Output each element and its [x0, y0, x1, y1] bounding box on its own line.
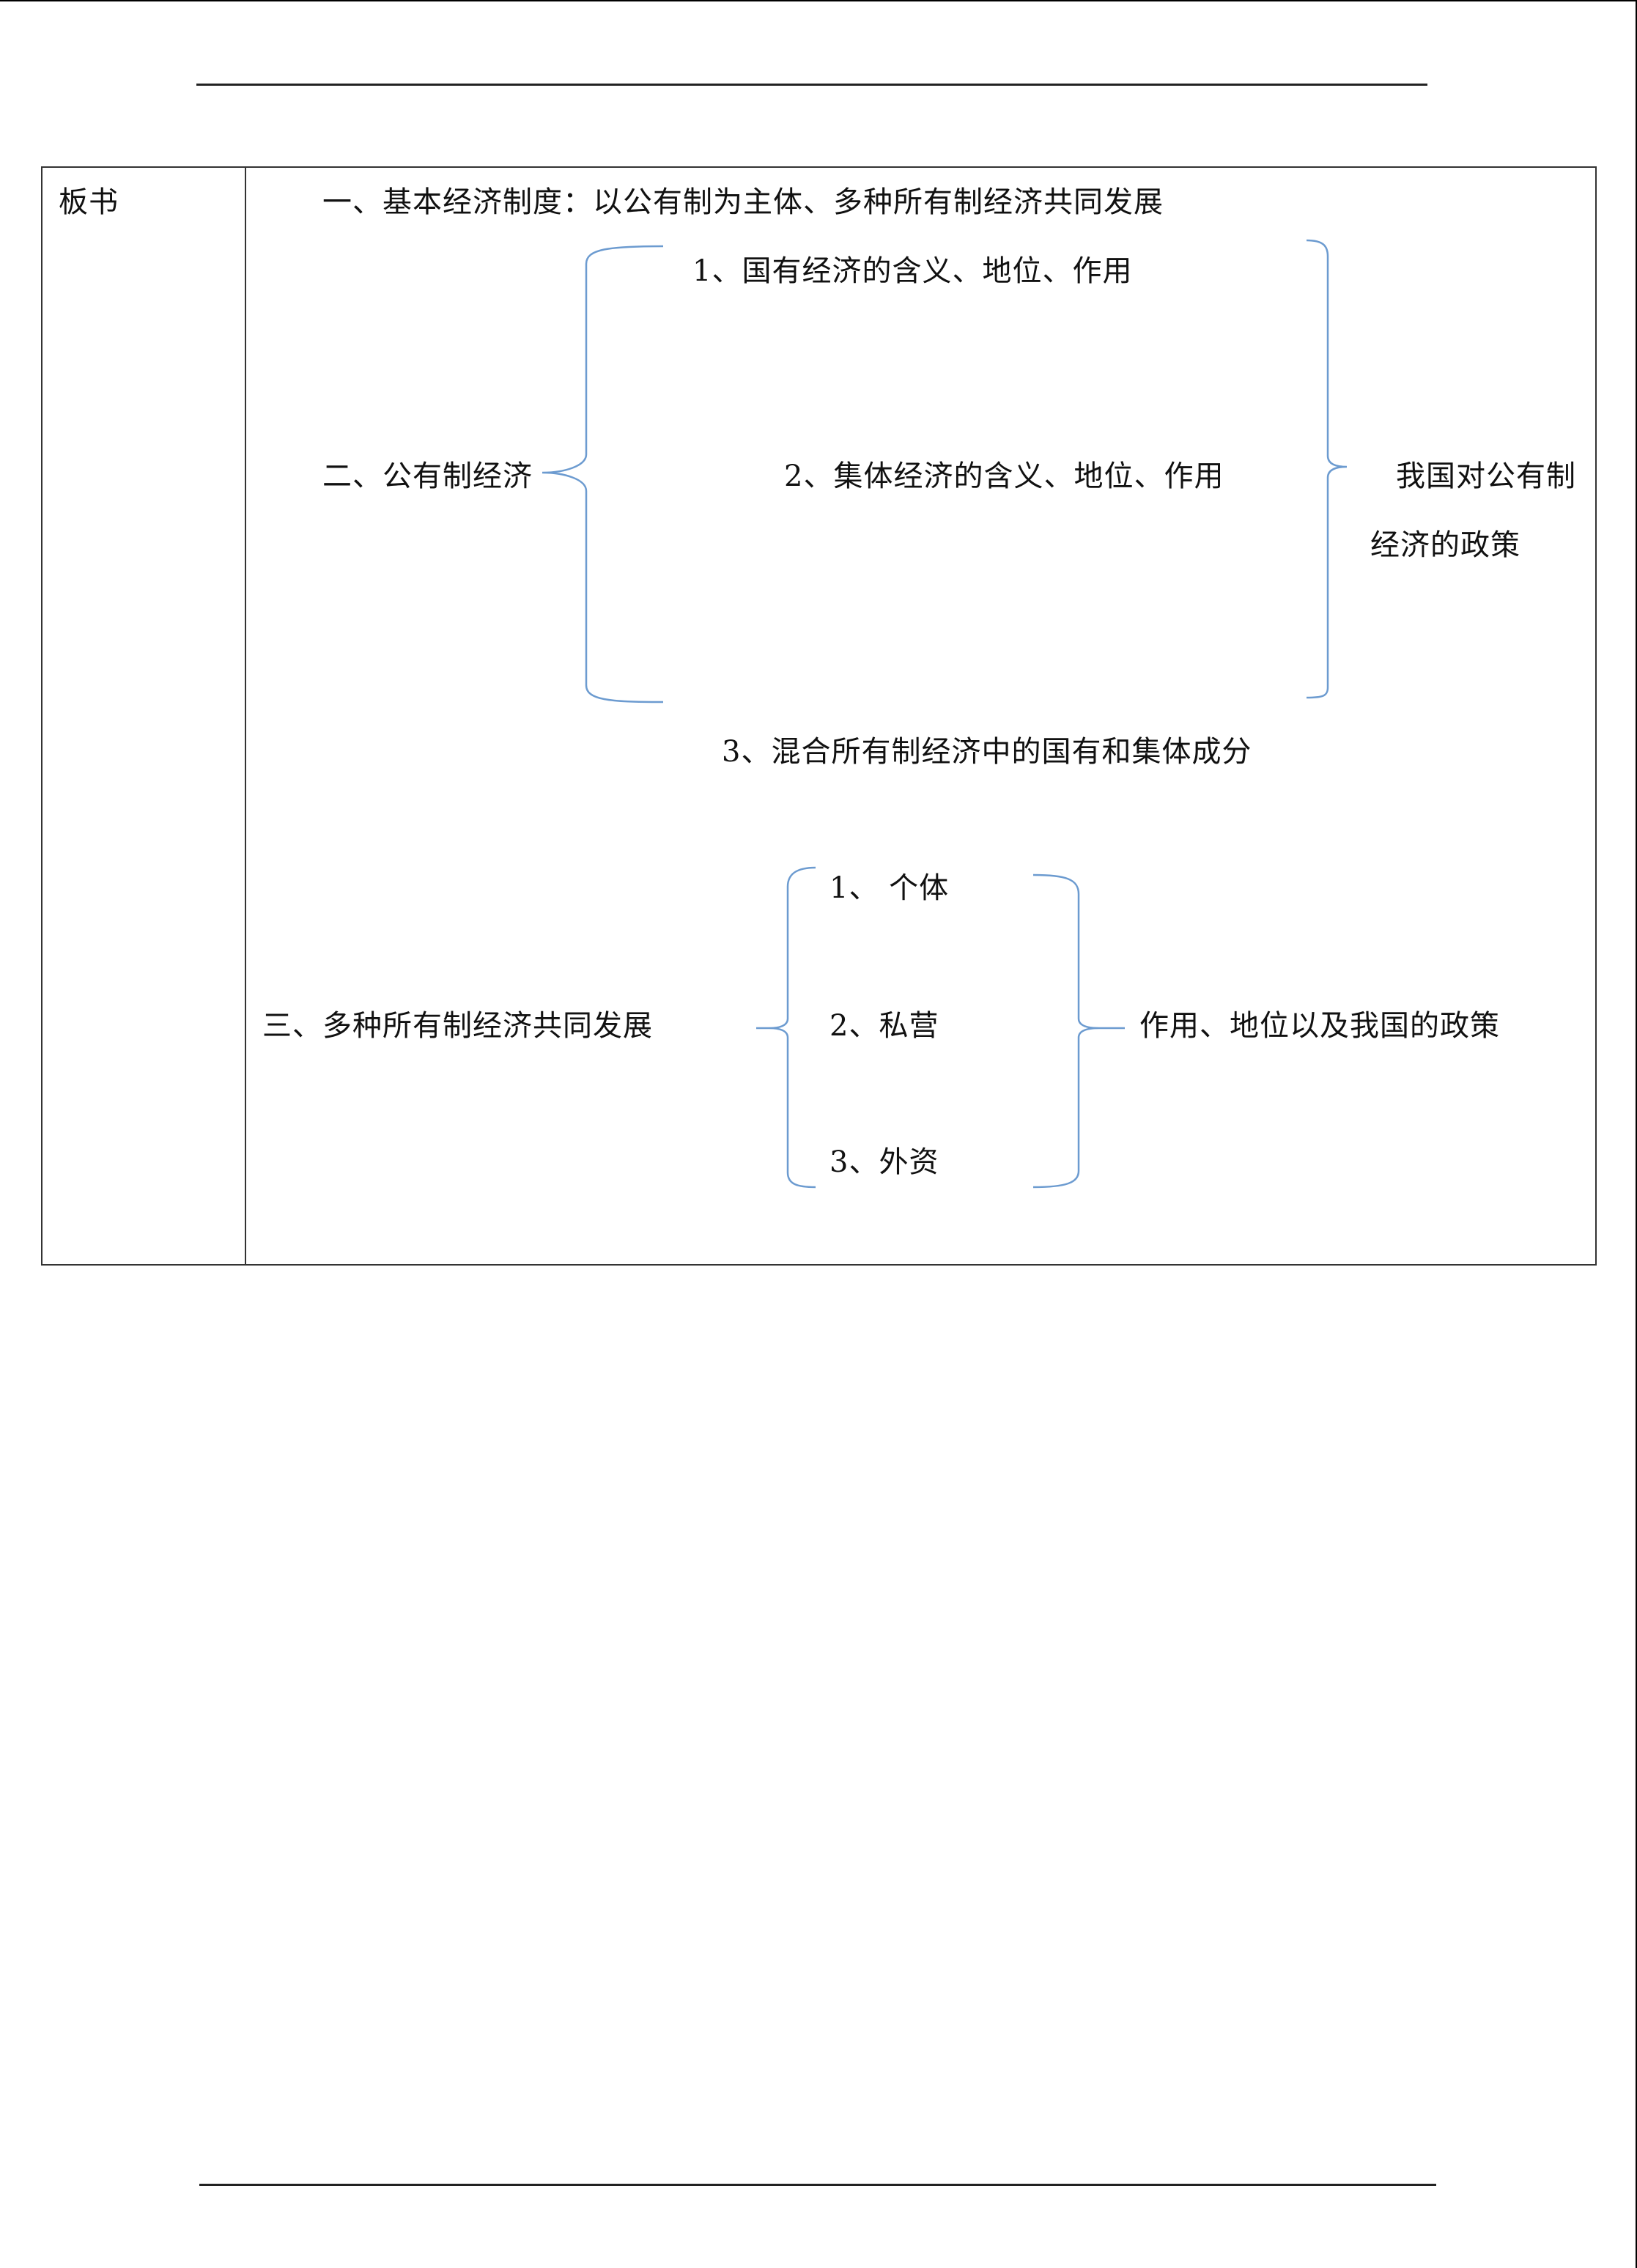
section2-right-brace — [1306, 239, 1348, 699]
content-cell — [245, 166, 1597, 1266]
section2-policy-line2: 经济的政策 — [1370, 528, 1520, 562]
section3-item-1: 1、 个体 — [829, 871, 950, 905]
footer-rule — [199, 2184, 1436, 2186]
section3-item-3: 3、外资 — [829, 1145, 939, 1179]
section2-item-2: 2、集体经济的含义、地位、作用 — [784, 459, 1224, 493]
section3-left-brace — [756, 866, 816, 1189]
board-label: 板书 — [59, 185, 119, 219]
section3-right-brace — [1032, 873, 1125, 1189]
section3-summary: 作用、地位以及我国的政策 — [1139, 1009, 1500, 1043]
section2-heading: 二、公有制经济 — [322, 459, 533, 493]
section3-heading: 三、多种所有制经济共同发展 — [262, 1009, 653, 1043]
header-rule — [196, 84, 1427, 86]
section2-item-1: 1、国有经济的含义、地位、作用 — [692, 254, 1133, 288]
section2-policy-line1: 我国对公有制 — [1396, 459, 1576, 493]
section2-item-3: 3、混合所有制经济中的国有和集体成分 — [722, 735, 1252, 769]
section1-heading: 一、基本经济制度：以公有制为主体、多种所有制经济共同发展 — [322, 185, 1164, 219]
section2-left-brace — [542, 245, 664, 703]
section3-item-2: 2、私营 — [829, 1009, 939, 1043]
